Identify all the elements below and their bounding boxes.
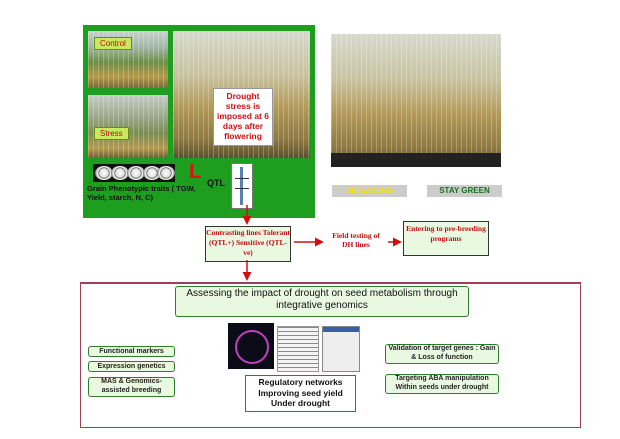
grain-traits-label: Grain Phenotypic traits ( TGW, Yield, st… <box>87 184 196 202</box>
left-item-expression-genetics: Expression genetics <box>88 361 175 372</box>
right-item-validation: Validation of target genes : Gain & Loss… <box>385 344 499 364</box>
stress-photo <box>88 95 168 158</box>
contrasting-lines-box: Contrasting lines Tolerant (QTL+) Sensit… <box>205 226 291 262</box>
qtl-map-image <box>231 163 253 209</box>
experiment-panel: Control Stress Drought stress is imposed… <box>83 25 315 218</box>
qtl-label: QTL <box>207 178 225 188</box>
drought-note: Drought stress is imposed at 6 days afte… <box>213 88 273 146</box>
field-testing-label: Field testing of DH lines <box>332 231 380 249</box>
senescing-label: SENESCING <box>332 185 407 197</box>
left-item-functional-markers: Functional markers <box>88 346 175 357</box>
senescing-staygreen-photo <box>331 34 501 167</box>
stress-label: Stress <box>94 127 129 140</box>
right-item-aba: Targeting ABA manipulation Within seeds … <box>385 374 499 394</box>
genomics-title: Assessing the impact of drought on seed … <box>175 286 469 317</box>
genomics-frame <box>80 282 581 428</box>
left-item-mas-breeding: MAS & Genomics-assisted breeding <box>88 377 175 397</box>
seed-images <box>93 164 175 182</box>
pre-breeding-box: Entering to pre-breeding programs <box>403 221 489 256</box>
data-sheet-image <box>277 326 319 372</box>
control-label: Control <box>94 37 132 50</box>
network-image <box>228 323 274 369</box>
stay-green-label: STAY GREEN <box>427 185 502 197</box>
logo-mark: L <box>189 161 202 183</box>
software-window-image <box>322 326 360 372</box>
regulatory-networks-box: Regulatory networks Improving seed yield… <box>245 375 356 412</box>
